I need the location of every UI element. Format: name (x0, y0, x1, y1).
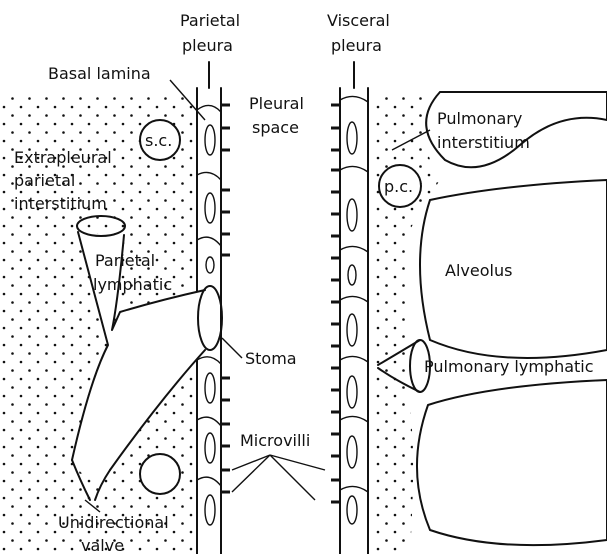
label-extrapleural-1: Extrapleural (14, 148, 112, 167)
label-sc: s.c. (145, 131, 172, 150)
label-microvilli: Microvilli (240, 431, 310, 450)
label-parietal-pleura-1: Parietal (180, 11, 240, 30)
alveoli (417, 92, 607, 545)
label-alveolus: Alveolus (445, 261, 512, 280)
label-stoma: Stoma (245, 349, 297, 368)
label-parietal-lymphatic-1: Parietal (95, 251, 155, 270)
label-parietal-pleura-2: pleura (182, 36, 233, 55)
label-visceral-pleura-2: pleura (331, 36, 382, 55)
parietal-microvilli (221, 105, 230, 492)
label-basal-lamina: Basal lamina (48, 64, 151, 83)
label-unidirectional-valve-1: Unidirectional (58, 513, 169, 532)
label-pc: p.c. (384, 177, 413, 196)
label-pulmonary-lymphatic: Pulmonary lymphatic (424, 357, 594, 376)
label-pulmonary-interstitium-2: interstitium (437, 133, 530, 152)
alveolus-top (426, 92, 607, 167)
label-extrapleural-3: interstitium (14, 194, 107, 213)
lower-vessel (140, 454, 180, 494)
label-parietal-lymphatic-2: lymphatic (93, 275, 172, 294)
label-visceral-pleura-1: Visceral (327, 11, 390, 30)
visceral-pleura (340, 62, 368, 554)
label-pleural-space-1: Pleural (249, 94, 304, 113)
label-unidirectional-valve-2: valve (81, 536, 124, 554)
label-extrapleural-2: parietal (14, 171, 75, 190)
alveolus-bottom (417, 380, 607, 545)
visceral-microvilli (331, 105, 340, 502)
label-pulmonary-interstitium-1: Pulmonary (437, 109, 522, 128)
label-pleural-space-2: space (252, 118, 299, 137)
